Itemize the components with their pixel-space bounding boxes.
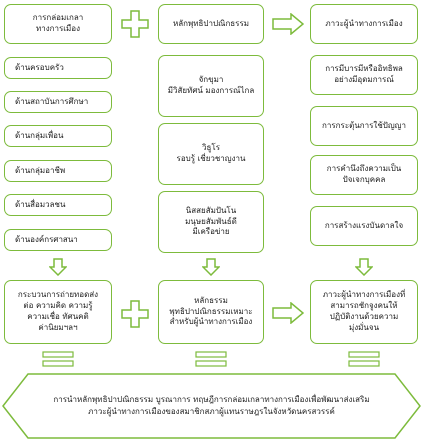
footer-line2: ภาวะผู้นำทางการเมืองของสมาชิกสภาผู้แทนรา… xyxy=(88,407,335,416)
col3-item-individual: การคำนึงถึงความเป็น ปัจเจกบุคคล xyxy=(310,155,418,195)
col2-item-nissayasampanno: นิสสยสัมปันโน มนุษยสัมพันธ์ดี มีเครือข่า… xyxy=(158,191,264,253)
col1-item-occupation: ด้านกลุ่มอาชีพ xyxy=(4,160,112,182)
col2-top-box: หลักพุทธิปาปณิกธรรม xyxy=(158,4,264,44)
footer-banner: การนำหลักพุทธิปาปณิกธรรม บูรณาการ ทฤษฎีก… xyxy=(2,372,421,440)
arrow-down-icon xyxy=(49,258,67,276)
col1-item-religion: ด้านองค์กรศาสนา xyxy=(4,229,112,251)
col1-top-line1: การกล่อมเกลา xyxy=(32,13,84,23)
col1-item-school: ด้านสถาบันการศึกษา xyxy=(4,91,112,113)
col1-item-family: ด้านครอบครัว xyxy=(4,57,112,79)
arrow-right-icon xyxy=(272,302,304,324)
footer-line1: การนำหลักพุทธิปาปณิกธรรม บูรณาการ ทฤษฎีก… xyxy=(53,395,370,404)
col2-item-vidhuro: วิธูโร รอบรู้ เชี่ยวชาญงาน xyxy=(158,123,264,185)
arrow-right-icon xyxy=(272,13,304,35)
arrow-down-icon xyxy=(355,258,373,276)
equals-icon xyxy=(348,351,380,367)
col3-item-inspiration: การสร้างแรงบันดาลใจ xyxy=(310,206,418,246)
col1-item-media: ด้านสื่อมวลชน xyxy=(4,194,112,216)
col1-top-line2: ทางการเมือง xyxy=(35,24,81,33)
arrow-down-icon xyxy=(202,258,220,276)
col2-bottom-box: หลักธรรม พุทธิปาปณิกธรรมเหมาะ สำหรับผู้น… xyxy=(158,280,264,344)
equals-icon xyxy=(195,351,227,367)
col1-top-box: การกล่อมเกลา ทางการเมือง xyxy=(4,4,112,44)
col1-bottom-box: กระบวนการถ่ายทอดส่ง ต่อ ความคิด ความรู้ … xyxy=(4,280,112,344)
col2-item-cakkhuma: จักขุมา มีวิสัยทัศน์ มองการณ์ไกล xyxy=(158,55,264,117)
col1-item-peer: ด้านกลุ่มเพื่อน xyxy=(4,125,112,147)
col3-item-charisma: การมีบารมีหรืออิทธิพล อย่างมีอุดมการณ์ xyxy=(310,55,418,95)
col3-item-intellectual: การกระตุ้นการใช้ปัญญา xyxy=(310,106,418,146)
plus-icon xyxy=(121,10,149,38)
col3-bottom-box: ภาวะผู้นำทางการเมืองที่ สามารถชักจูงคนให… xyxy=(310,280,418,344)
plus-icon xyxy=(121,300,149,328)
equals-icon xyxy=(42,351,74,367)
col3-top-box: ภาวะผู้นำทางการเมือง xyxy=(310,4,418,44)
